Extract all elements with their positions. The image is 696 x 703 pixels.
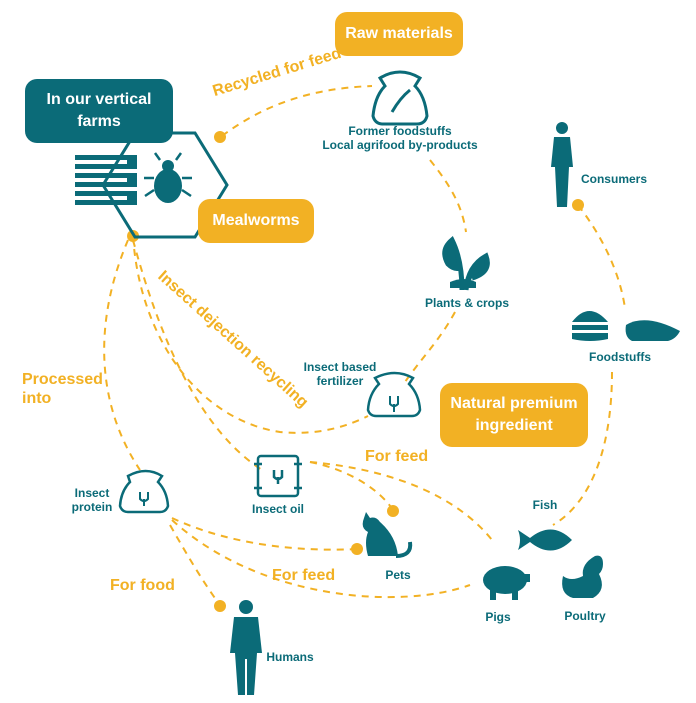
cat-icon (362, 512, 413, 558)
insect-oil-label: Insect oil (251, 502, 304, 516)
fish-label: Fish (532, 498, 558, 512)
plant-sprout-icon (442, 236, 490, 291)
arrow-recycled-for-feed (221, 85, 373, 137)
beetle-icon (144, 152, 192, 203)
person-icon (551, 122, 573, 207)
pig-icon (483, 566, 530, 600)
oil-barrel-icon (254, 454, 302, 498)
chicken-icon (562, 555, 603, 598)
protein-line2: protein (71, 500, 113, 514)
consumers-label: Consumers (580, 172, 648, 186)
mealworms-label: Mealworms (212, 212, 300, 229)
pets-label: Pets (385, 568, 411, 582)
raw-desc-line2: Local agrifood by-products (322, 138, 478, 152)
burger-icon (572, 311, 608, 341)
dot-humans (214, 600, 226, 612)
raw-desc-line1: Former foodstuffs (348, 124, 452, 138)
arrow-oil-to-pigs (309, 461, 493, 541)
arrow-protein-to-pets (171, 517, 358, 551)
flow-processed-into: Processed into (22, 370, 103, 408)
dot-pets-protein (351, 543, 363, 555)
arrow-processed-into (103, 239, 141, 471)
dot-consumers (572, 199, 584, 211)
vertical-farms-label: In our vertical farms (46, 91, 152, 130)
arrow-protein-to-pigs (171, 519, 471, 599)
sushi-icon (625, 320, 680, 341)
arrow-to-insect-oil (132, 239, 263, 471)
fish-icon (518, 529, 572, 551)
dot-pets-oil (387, 505, 399, 517)
human-icon (230, 600, 262, 695)
humans-label: Humans (266, 650, 314, 664)
processed-into-text: Processed into (22, 371, 103, 407)
sack-wheat-icon (371, 70, 429, 126)
arrow-plants-to-fertilizer (404, 311, 456, 383)
flow-for-food: For food (110, 577, 175, 594)
arrow-dejection-recycling (132, 235, 369, 434)
natural-premium-box: Natural premium ingredient (440, 383, 588, 447)
natural-premium-label: Natural premium ingredient (450, 395, 578, 434)
arrow-raw-to-plants (429, 159, 467, 233)
arrow-oil-to-pets (309, 461, 394, 511)
raw-materials-box: Raw materials (335, 12, 463, 56)
fertilizer-line2: fertilizer (316, 374, 364, 388)
raw-materials-label: Raw materials (345, 25, 453, 42)
protein-line1: Insect (74, 486, 110, 500)
arrow-foodstuffs-to-fish (552, 371, 613, 526)
pigs-label: Pigs (485, 610, 511, 624)
fertilizer-line1: Insect based (303, 360, 377, 374)
fertilizer-sack-icon (366, 371, 422, 418)
poultry-label: Poultry (564, 609, 606, 623)
flow-for-feed-protein: For feed (272, 567, 336, 584)
mealworms-box: Mealworms (198, 199, 314, 243)
vertical-farms-box: In our vertical farms (25, 79, 173, 143)
protein-sack-icon (118, 469, 170, 514)
arrow-consumers-to-foodstuffs (577, 204, 626, 309)
dot-recycled (214, 131, 226, 143)
foodstuffs-label: Foodstuffs (589, 350, 651, 364)
flow-for-feed-oil: For feed (365, 448, 429, 465)
shelves-icon (75, 155, 137, 205)
plants-label: Plants & crops (424, 296, 510, 310)
arrow-protein-to-humans (169, 524, 221, 606)
